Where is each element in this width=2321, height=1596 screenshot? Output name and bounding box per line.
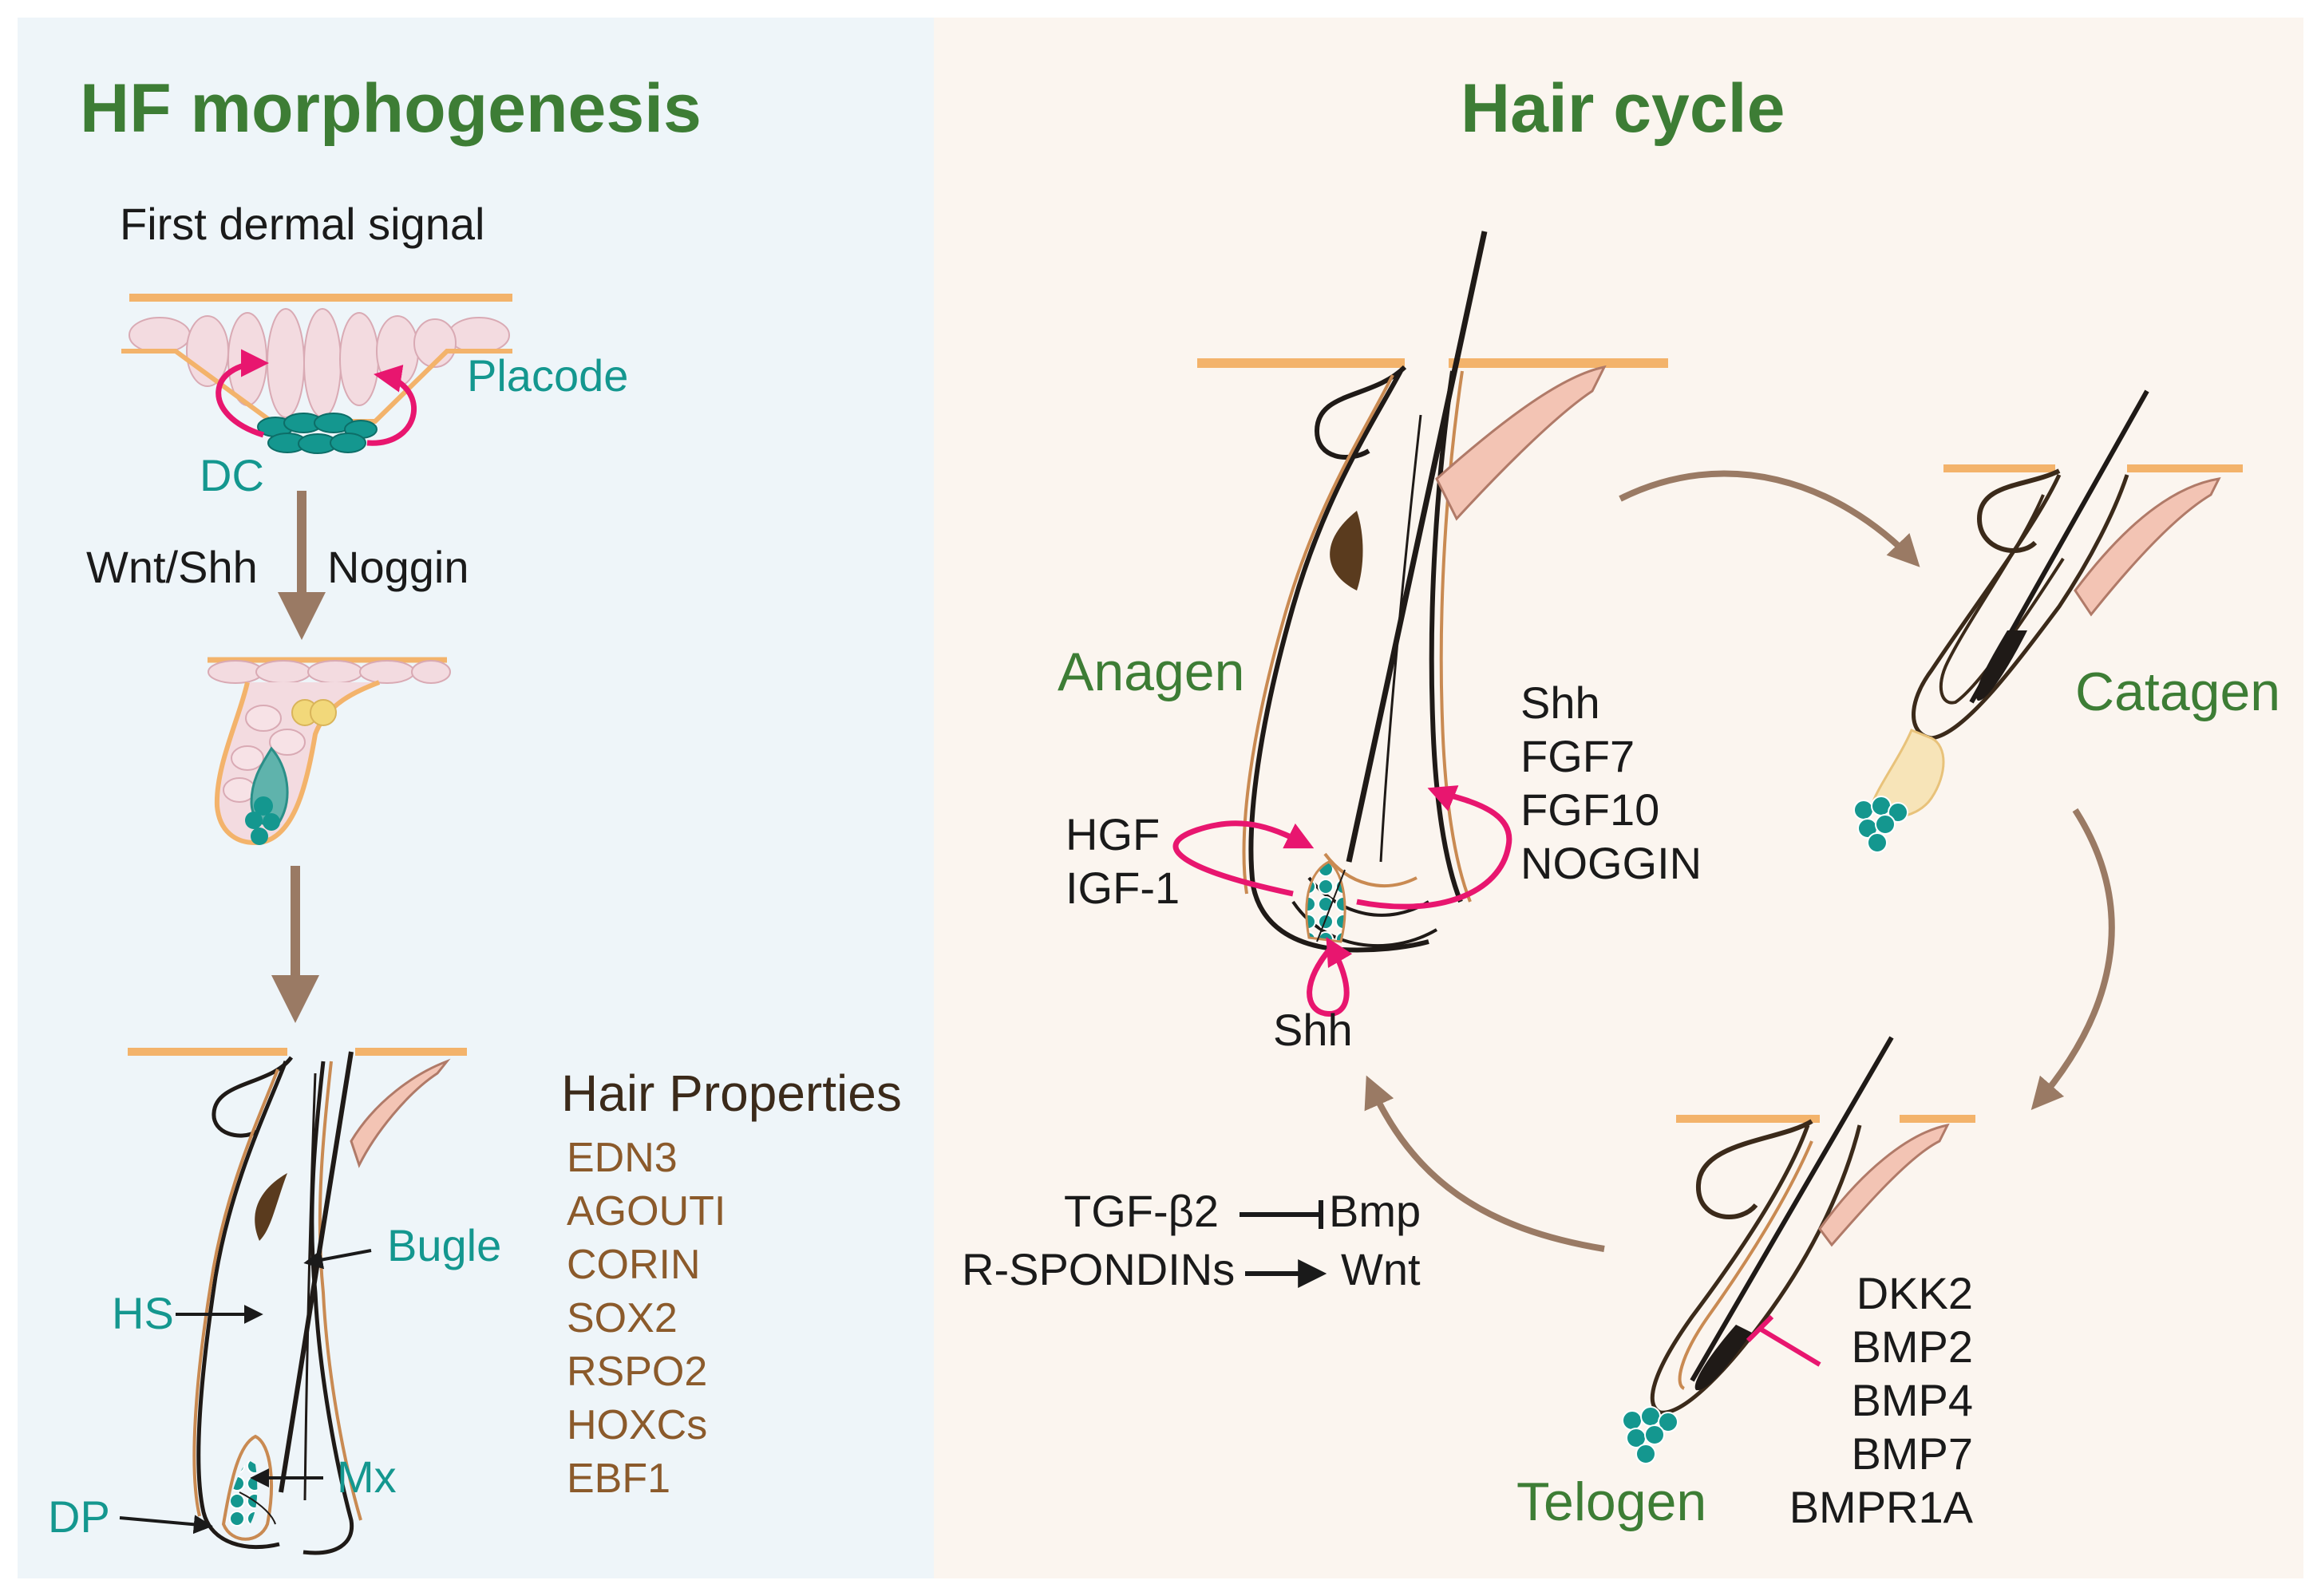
dermal-condensate-cells xyxy=(257,413,378,454)
property-item: SOX2 xyxy=(567,1295,678,1341)
telogen-label: Telogen xyxy=(1516,1472,1706,1532)
telogen-factors: DKK2 BMP2 BMP4 BMP7 BMPR1A xyxy=(1789,1268,1974,1532)
placode-label: Placode xyxy=(467,350,628,401)
anagen-factor: Shh xyxy=(1520,678,1600,728)
property-item: HOXCs xyxy=(567,1402,707,1448)
anagen-factor: FGF7 xyxy=(1520,731,1635,781)
anagen-factor: NOGGIN xyxy=(1520,838,1702,888)
hair-cycle-arrows xyxy=(1364,470,2115,1252)
dc-label: DC xyxy=(200,450,264,500)
anagen-left-factors: HGF IGF-1 xyxy=(1066,809,1180,913)
property-item: EDN3 xyxy=(567,1135,678,1181)
property-item: CORIN xyxy=(567,1242,701,1288)
placode-diagram xyxy=(121,294,512,454)
telogen-factor: BMP2 xyxy=(1852,1321,1974,1372)
cycle-arrow-telogen-to-anagen xyxy=(1364,1075,1605,1252)
placode-signal-arrow-left xyxy=(215,349,269,438)
property-item: RSPO2 xyxy=(567,1349,707,1395)
anagen-right-factors: Shh FGF7 FGF10 NOGGIN xyxy=(1520,678,1702,888)
telogen-inhibition-line xyxy=(1758,1326,1821,1367)
hair-properties-list: EDN3 AGOUTI CORIN SOX2 RSPO2 HOXCs EBF1 xyxy=(567,1135,726,1502)
tgf-inhibition-symbol xyxy=(1240,1200,1323,1229)
hair-germ-diagram xyxy=(208,657,451,845)
bugle-label: Bugle xyxy=(387,1220,501,1270)
anagen-signal-arrows xyxy=(1172,785,1512,1017)
signal-noggin: Noggin xyxy=(327,542,469,592)
follicle-pointer-arrows xyxy=(119,1249,372,1535)
hair-properties-title: Hair Properties xyxy=(561,1065,902,1122)
telogen-factor: DKK2 xyxy=(1856,1268,1973,1318)
placode-signal-arrow-right xyxy=(366,364,417,446)
catagen-label: Catagen xyxy=(2075,662,2280,722)
right-panel-title: Hair cycle xyxy=(1461,70,1785,147)
anagen-factor: HGF xyxy=(1066,809,1160,859)
dp-label: DP xyxy=(48,1491,110,1542)
r-spondins-label: R-SPONDINs xyxy=(962,1244,1235,1294)
cycle-arrow-anagen-to-catagen xyxy=(1619,470,1920,567)
left-panel-bg xyxy=(18,18,934,1578)
telogen-factor: BMP4 xyxy=(1852,1375,1974,1425)
telogen-factor: BMP7 xyxy=(1852,1428,1974,1479)
cycle-arrow-catagen-to-telogen xyxy=(2030,808,2115,1111)
first-dermal-signal-label: First dermal signal xyxy=(120,199,484,249)
tgf-beta2-label: TGF-β2 xyxy=(1064,1186,1219,1236)
anagen-factor: FGF10 xyxy=(1520,784,1659,835)
wnt-label: Wnt xyxy=(1341,1244,1421,1294)
telogen-follicle-diagram xyxy=(1622,1036,1975,1464)
signal-wnt-shh: Wnt/Shh xyxy=(86,542,258,592)
anagen-factor: IGF-1 xyxy=(1066,863,1180,913)
right-panel-bg xyxy=(934,18,2303,1578)
telogen-factor: BMPR1A xyxy=(1789,1482,1974,1532)
bmp-label: Bmp xyxy=(1329,1186,1421,1236)
catagen-follicle-diagram xyxy=(1853,389,2243,853)
anagen-label: Anagen xyxy=(1058,642,1244,702)
mature-follicle-diagram xyxy=(128,1048,467,1555)
property-item: AGOUTI xyxy=(567,1188,726,1235)
anagen-bottom-shh: Shh xyxy=(1273,1005,1353,1055)
hs-label: HS xyxy=(112,1288,174,1338)
property-item: EBF1 xyxy=(567,1456,670,1502)
mx-label: Mx xyxy=(337,1452,397,1502)
left-panel-title: HF morphogenesis xyxy=(80,70,702,147)
